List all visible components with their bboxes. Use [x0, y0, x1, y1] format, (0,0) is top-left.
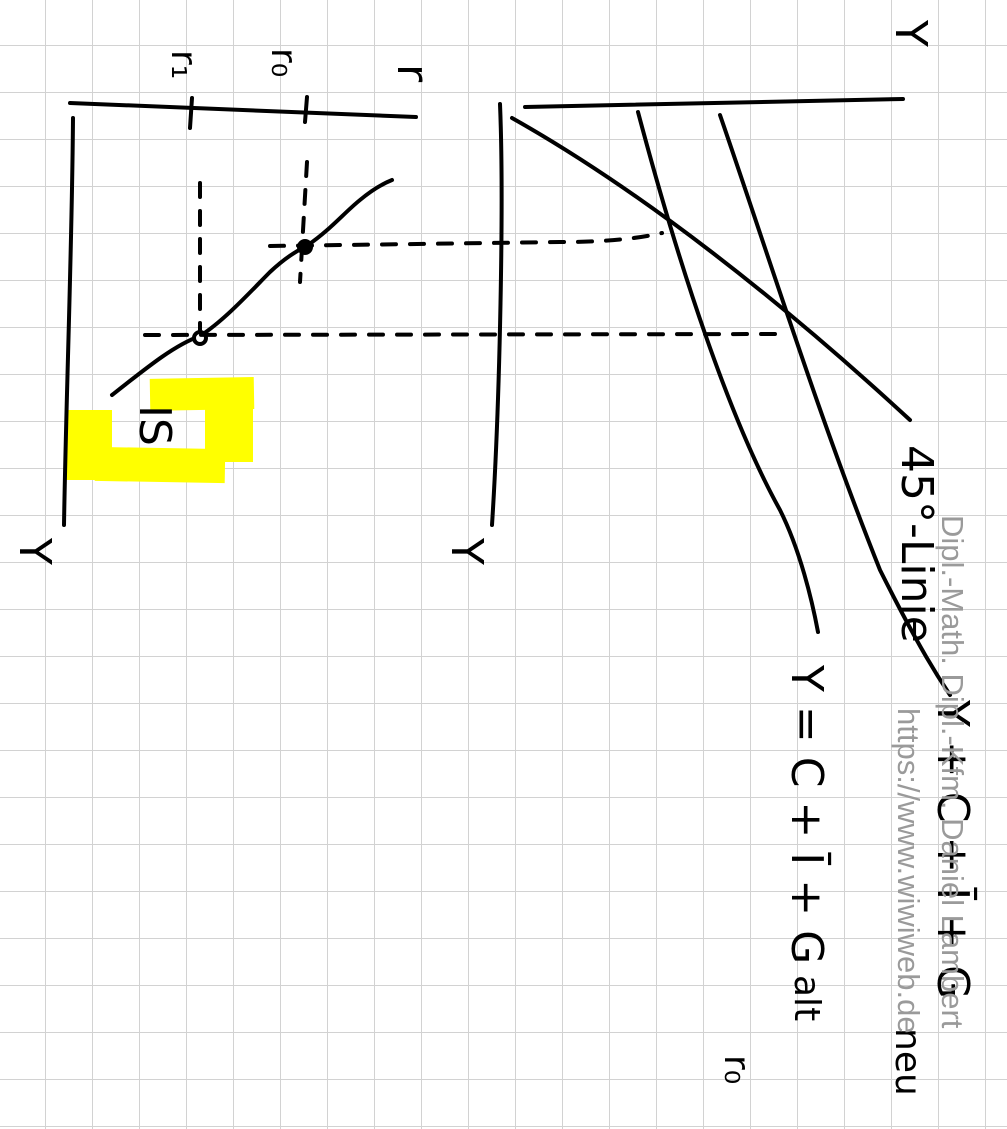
ae-new-sub-label: neu: [887, 1028, 928, 1096]
is-curve: [110, 178, 394, 397]
watermark-line-2: https://www.wiwiweb.de: [891, 708, 926, 1034]
ae-line-old: [636, 110, 820, 634]
right-axis-side-label: Y: [441, 537, 492, 565]
left-tick-r1: [188, 96, 194, 130]
left-tick-r1-label: r₁: [163, 50, 204, 79]
right-side-axis: [490, 102, 504, 527]
left-top-axis: [68, 101, 418, 119]
ae-old-sub-label-2: r₀: [716, 1055, 757, 1084]
ae-old-sub-label: alt: [786, 975, 827, 1021]
left-axis-side-label: Y: [9, 537, 60, 565]
r0-guide-vertical: [298, 160, 309, 284]
is-curve-label: IS: [129, 405, 180, 446]
ae-new-label: Y + C + Ī + G: [927, 699, 979, 999]
right-axis-top-label: Y: [885, 19, 936, 47]
left-tick-r0-label: r₀: [263, 48, 304, 77]
ae-old-label: Y = C + Ī + G: [781, 664, 833, 964]
line-45-degree: [510, 116, 912, 422]
r0-guide-horizontal: [268, 231, 664, 248]
right-top-axis: [523, 97, 905, 109]
line-45-label: 45°-Linie: [891, 445, 942, 643]
watermark-line-1: Dipl.-Math. Dipl.-Kfm. Daniel Lambert: [935, 515, 970, 1029]
left-side-axis: [62, 116, 75, 527]
is-label-highlight: [66, 377, 255, 484]
left-tick-r0: [303, 95, 309, 124]
left-axis-top-label: r: [387, 64, 438, 83]
r1-guide-horizontal: [143, 332, 787, 337]
ae-line-new: [718, 113, 952, 697]
